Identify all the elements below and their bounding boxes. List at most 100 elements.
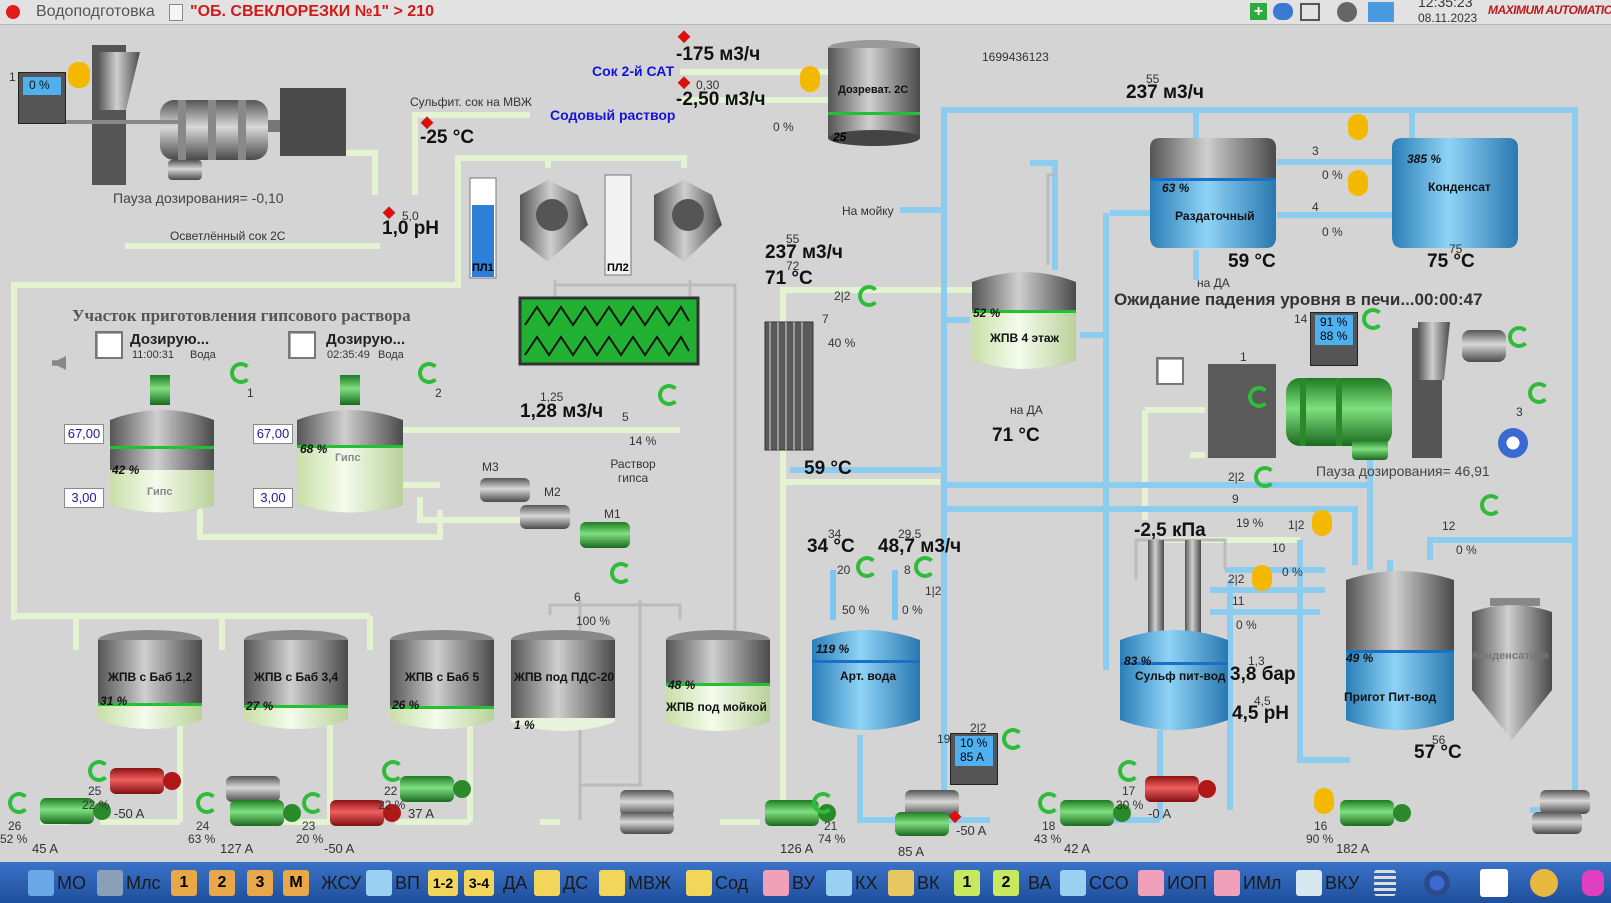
menu-button[interactable] [1374,868,1396,898]
pressure-bar-idx: 1,3 [1248,654,1265,668]
taskbar-item-k2[interactable]: 2 [993,868,1019,898]
auto-mode-icon[interactable] [88,760,110,782]
taskbar-item-zhsu[interactable]: ЖСУ [318,868,361,898]
taskbar-item-2[interactable]: 2 [209,868,235,898]
taskbar-item-label: ВА [1028,872,1052,893]
alarm-indicator-icon[interactable] [6,5,20,19]
trends-button[interactable] [1480,868,1508,898]
auto-mode-icon[interactable] [418,362,440,384]
taskbar-item-mls[interactable]: Млс [97,868,161,898]
engineer-button[interactable] [1530,868,1558,898]
alarm-button[interactable] [1582,868,1604,898]
diffuser-3-icon: 3 [247,870,273,896]
network-icon[interactable] [1300,3,1320,21]
gips1-pct: 42 % [112,463,140,477]
auto-mode-icon[interactable] [1118,760,1140,782]
sulf-name: Сульф пит-вод [1135,669,1226,683]
auto-mode-icon[interactable] [1002,728,1024,750]
auto-mode-icon[interactable] [1528,382,1550,404]
taskbar-item-vu[interactable]: ВУ [763,868,815,898]
taskbar-item-da[interactable]: ДА [500,868,527,898]
auto-mode-icon[interactable] [230,362,252,384]
pump24-pct: 63 % [188,832,216,846]
taskbar-item-ds[interactable]: ДС [534,868,588,898]
label-gypsum-solution: Раствор гипса [610,457,656,485]
taskbar-item-label: МО [57,872,86,893]
auto-mode-icon[interactable] [1248,386,1270,408]
auto-mode-icon[interactable] [858,285,880,307]
hand-icon[interactable] [1348,114,1368,140]
chat-icon[interactable] [1273,3,1293,20]
taskbar-item-label: КХ [855,872,878,893]
gips2-setpoint-low[interactable]: 3,00 [253,488,293,508]
hand-icon[interactable] [800,66,820,92]
pds20-name: ЖПВ под ПДС-20 [514,670,615,684]
valve-dozer-pct: 0 % [773,120,794,134]
temp59-right: 59 °C [1228,251,1276,272]
hand-icon[interactable] [1312,510,1332,536]
auto-mode-icon[interactable] [812,792,834,814]
taskbar-item-label: ВП [395,872,420,893]
settings-gear-icon[interactable] [1498,428,1528,458]
pump18-pct: 43 % [1034,832,1062,846]
taskbar-item-iop[interactable]: ИОП [1138,868,1207,898]
start-button[interactable]: МО [28,868,86,898]
auto-mode-icon[interactable] [658,384,680,406]
hand-icon[interactable] [1348,170,1368,196]
valve3-pct: 0 % [1322,168,1343,182]
taskbar-item-vk[interactable]: ВК [888,868,940,898]
monitor1[interactable]: 0 % [18,72,66,124]
taskbar-item-mvzh[interactable]: МВЖ [599,868,671,898]
dosing1-checkbox[interactable] [95,331,123,359]
engineer-icon [1530,869,1558,897]
taskbar-item-k1[interactable]: 1 [954,868,980,898]
user-tools-icon[interactable] [1337,2,1357,22]
taskbar-item-3[interactable]: 3 [247,868,273,898]
green-pipes [11,69,1300,825]
moika-pct: 48 % [668,678,696,692]
pressure-kpa: -2,5 кПа [1134,520,1206,541]
add-icon[interactable]: + [1250,3,1267,20]
auto-mode-icon[interactable] [1362,308,1384,330]
auto-mode-icon[interactable] [856,556,878,578]
taskbar-item-sod[interactable]: Сод [686,868,748,898]
auto-mode-icon[interactable] [8,792,30,814]
hand-icon[interactable] [68,62,90,88]
taskbar-item-1-2[interactable]: 1-2 [428,868,458,898]
monitor14[interactable]: 91 % 88 % [1310,312,1358,366]
auto-mode-icon[interactable] [1254,466,1276,488]
gips1-setpoint-low[interactable]: 3,00 [64,488,104,508]
taskbar-item-m[interactable]: М [283,868,309,898]
auto-mode-icon[interactable] [302,792,324,814]
hand-icon[interactable] [1252,565,1272,591]
auto-mode-icon[interactable] [1508,326,1530,348]
taskbar-item-va[interactable]: ВА [1025,868,1051,898]
kiln-checkbox[interactable] [1156,357,1184,385]
zhpv34-pct: 27 % [246,699,274,713]
dosing2-checkbox[interactable] [288,331,316,359]
auto-mode-icon[interactable] [610,562,632,584]
auto-mode-icon[interactable] [1038,792,1060,814]
taskbar-item-1[interactable]: 1 [171,868,197,898]
taskbar-item-sso[interactable]: ССО [1060,868,1129,898]
auto-mode-icon[interactable] [382,760,404,782]
pump21-amp: 126 A [780,841,814,856]
company-logo: MAXIMUM AUTOMATION [1488,3,1611,17]
auto-mode-icon[interactable] [196,792,218,814]
taskbar-item-vp[interactable]: ВП [366,868,420,898]
gips2-setpoint-high[interactable]: 67,00 [253,424,293,444]
value-flow-soda: -2,50 м3/ч [676,89,766,110]
taskbar-item-3-4[interactable]: 3-4 [464,868,494,898]
taskbar-item-vku[interactable]: ВКУ [1296,868,1359,898]
auto-mode-icon[interactable] [914,556,936,578]
send-icon[interactable] [1368,2,1394,22]
settings-button[interactable] [1422,868,1452,898]
gips1-setpoint-high[interactable]: 67,00 [64,424,104,444]
sso-icon [1060,870,1086,896]
kiln-1-icon: 1 [954,870,980,896]
auto-mode-icon[interactable] [1480,494,1502,516]
taskbar-item-iml[interactable]: ИМл [1214,868,1281,898]
hand-icon[interactable] [1314,788,1334,814]
taskbar-item-kh[interactable]: КХ [826,868,878,898]
monitor19[interactable]: 10 % 85 A [950,733,998,785]
